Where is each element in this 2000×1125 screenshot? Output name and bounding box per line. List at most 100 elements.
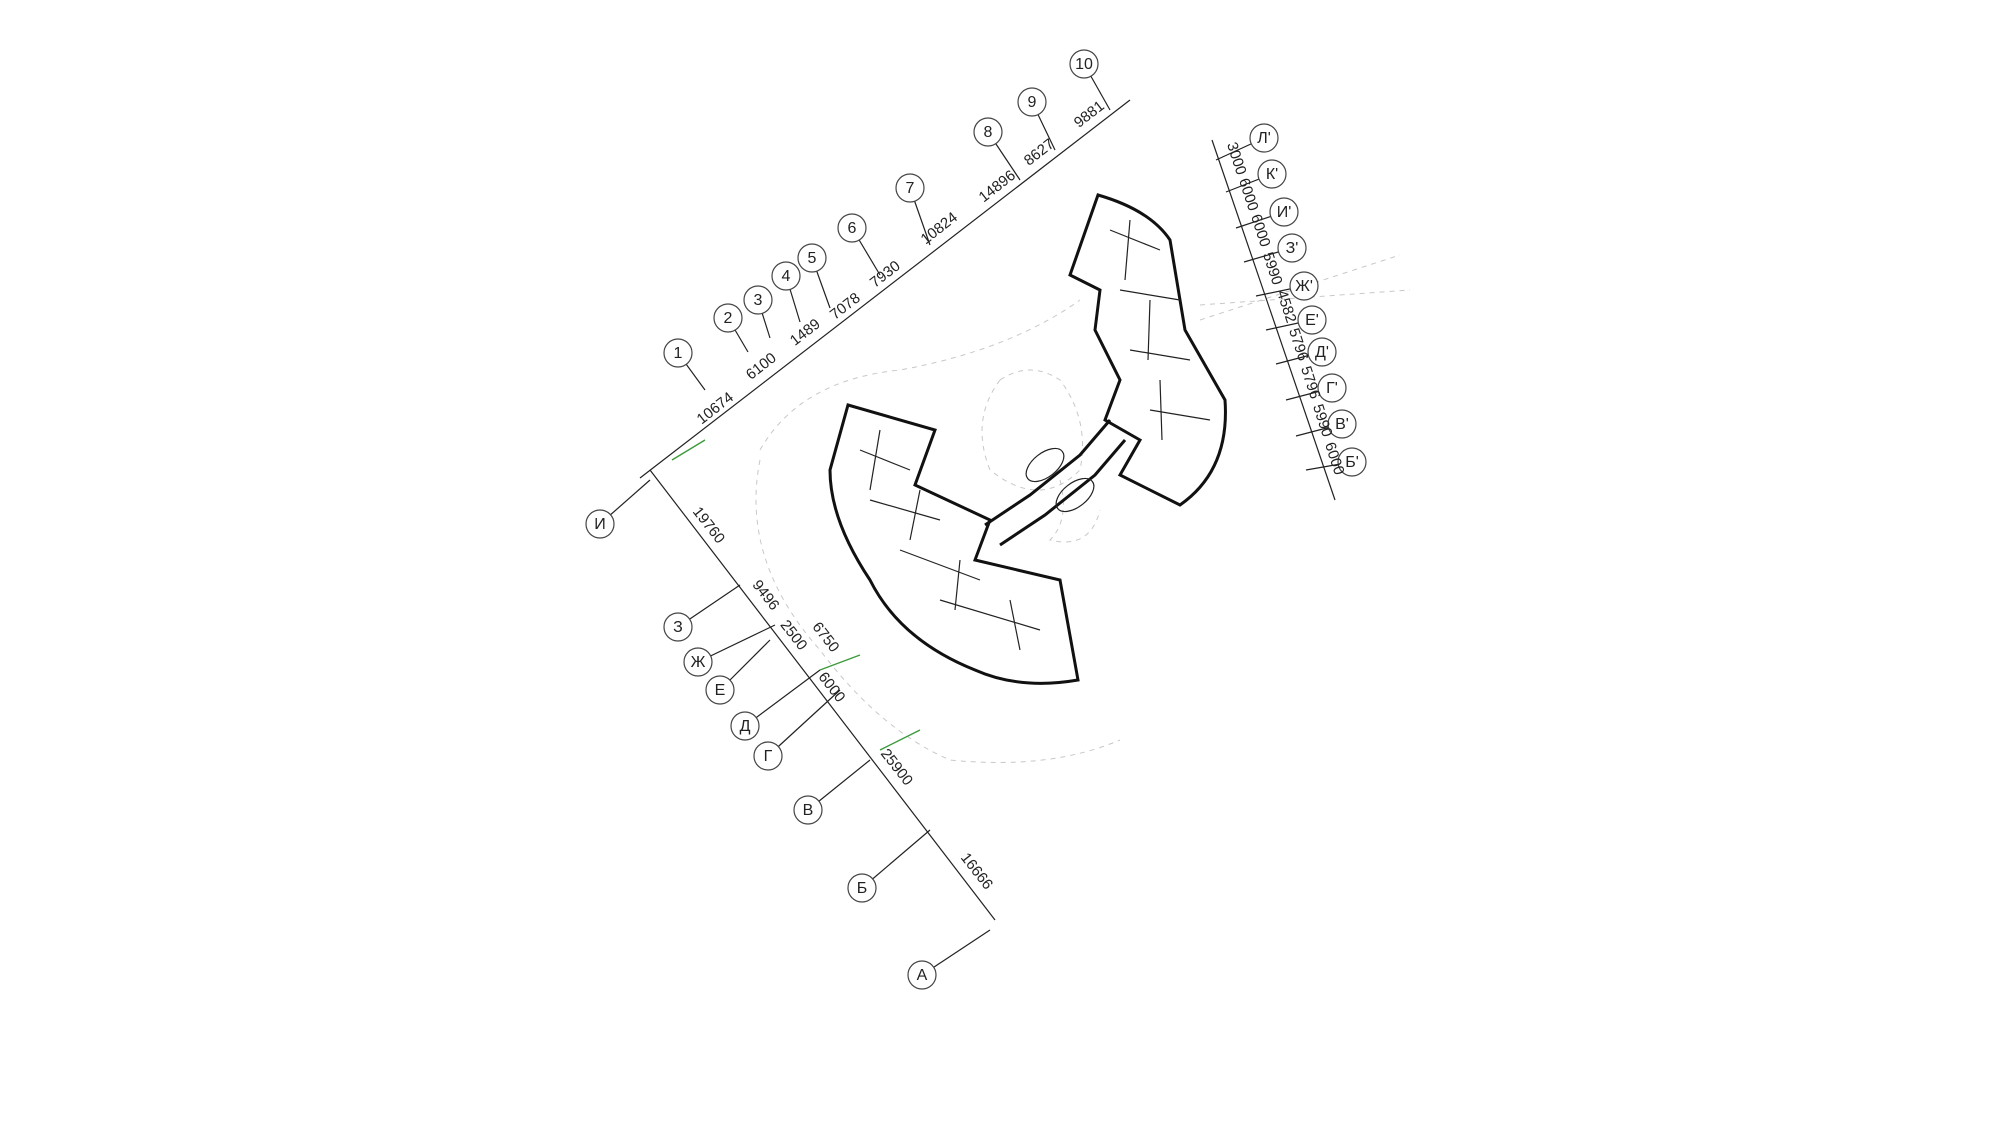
grid-axis-1-circle (663, 338, 693, 368)
dim-left-0-text: 19760 (689, 504, 728, 547)
building-east-wing (1068, 193, 1227, 507)
grid-axis-Г-label: Г (764, 748, 773, 765)
grid-axis-Вp-label: В' (1335, 416, 1349, 433)
grid-axis-Г-leader (767, 689, 841, 757)
grid-axis-5-circle (797, 243, 827, 273)
dim-left-0: 19760 (689, 504, 728, 547)
grid-axis-Б-label: Б (857, 880, 868, 897)
grid-axis-Ж-label: Ж (691, 654, 706, 671)
dim-top-2: 1489 (787, 315, 824, 349)
dim-top-3-text: 7078 (827, 289, 864, 323)
dim-top-5: 10824 (918, 209, 961, 248)
dim-right-7-text: 5990 (1309, 402, 1335, 439)
dim-right-0: 3000 (1223, 140, 1249, 177)
dim-left-6-text: 16666 (957, 850, 996, 893)
grid-axis-Д-leader (744, 669, 821, 727)
grid-axis-Вp: В' (1295, 409, 1357, 439)
grid-axis-В-circle (793, 795, 823, 825)
grid-axis-8: 8 (973, 117, 1021, 181)
grid-axis-З: З (663, 584, 741, 642)
grid-axis-Еp-label: Е' (1305, 312, 1319, 329)
grid-axis-Зp: З' (1243, 233, 1307, 263)
dim-left-2-text: 2500 (777, 617, 811, 654)
dim-top-8-text: 9881 (1071, 97, 1108, 131)
grid-axis-Лp: Л' (1215, 123, 1279, 161)
grid-axis-4: 4 (771, 261, 801, 323)
dim-left-5-text: 25900 (877, 746, 916, 789)
grid-axis-7-label: 7 (906, 180, 915, 197)
grid-axis-4-circle (771, 261, 801, 291)
grid-axis-Зp-circle (1277, 233, 1307, 263)
grid-axis-Зp-label: З' (1286, 240, 1299, 257)
grid-axis-1: 1 (663, 338, 706, 391)
grid-axis-Е: Е (705, 639, 771, 705)
grid-axis-З-circle (663, 612, 693, 642)
grid-axis-Дp: Д' (1275, 337, 1337, 367)
grid-axis-И-label: И (594, 516, 606, 533)
grid-axis-А-label: А (917, 967, 928, 984)
grid-axis-И: И (585, 479, 651, 539)
grid-axis-Бp: Б' (1305, 447, 1367, 477)
dim-right-1: 6000 (1235, 176, 1261, 213)
dim-right-0-text: 3000 (1223, 140, 1249, 177)
grid-axis-Д: Д (730, 669, 821, 741)
grid-axis-9: 9 (1017, 87, 1056, 151)
grid-axis-10: 10 (1069, 49, 1111, 111)
dim-left-4-text: 6000 (815, 669, 849, 706)
grid-chain-right (1211, 139, 1336, 501)
grid-axis-Еp-circle (1297, 305, 1327, 335)
grid-axis-5: 5 (797, 243, 831, 309)
grid-axis-Кp-label: К' (1266, 166, 1278, 183)
grid-axis-9-circle (1017, 87, 1047, 117)
grid-axis-Бp-circle (1337, 447, 1367, 477)
dim-top-3: 7078 (827, 289, 864, 323)
grid-axis-Гp-circle (1317, 373, 1347, 403)
grid-axis-И-circle (585, 509, 615, 539)
dim-left-5: 25900 (877, 746, 916, 789)
dim-left-6: 16666 (957, 850, 996, 893)
grid-axis-2: 2 (713, 303, 749, 353)
grid-axis-Е-label: Е (715, 682, 726, 699)
grid-axis-Лp-label: Л' (1257, 130, 1271, 147)
dim-top-1: 6100 (743, 349, 780, 383)
grid-axes-right-group: Л' К' И' З' Ж' Е' Д' Г' В' Б' (1215, 123, 1367, 477)
dim-left-1: 9496 (749, 577, 783, 614)
grid-axis-Жp-circle (1289, 271, 1319, 301)
grid-axis-Лp-circle (1249, 123, 1279, 153)
grid-axis-6-circle (837, 213, 867, 243)
grid-axis-Гp: Г' (1285, 373, 1347, 403)
grid-axis-Иp: И' (1235, 197, 1299, 229)
grid-axis-Д-circle (730, 711, 760, 741)
grid-axis-2-label: 2 (724, 310, 733, 327)
dim-top-7: 8627 (1021, 135, 1058, 169)
grid-axis-Жp-label: Ж' (1295, 278, 1313, 295)
grid-axis-Кp-circle (1257, 159, 1287, 189)
dim-left-3-text: 6750 (809, 619, 843, 656)
dim-left-2: 2500 (777, 617, 811, 654)
grid-axis-Вp-circle (1327, 409, 1357, 439)
grid-axis-10-label: 10 (1075, 56, 1093, 73)
grid-axis-А-circle (907, 960, 937, 990)
dim-right-1-text: 6000 (1235, 176, 1261, 213)
grid-axis-Д-label: Д (740, 718, 751, 735)
grid-axis-4-label: 4 (782, 268, 791, 285)
dim-top-6-text: 14896 (976, 167, 1019, 206)
grid-axis-8-circle (973, 117, 1003, 147)
grid-axis-Г: Г (753, 689, 841, 771)
grid-axis-10-circle (1069, 49, 1099, 79)
grid-axis-6: 6 (837, 213, 881, 276)
grid-axis-6-label: 6 (848, 220, 857, 237)
grid-axis-7: 7 (895, 173, 931, 246)
grid-axis-Дp-label: Д' (1315, 344, 1329, 361)
grid-axis-5-label: 5 (808, 250, 817, 267)
grid-axis-Гp-label: Г' (1326, 380, 1338, 397)
grid-axis-8-label: 8 (984, 124, 993, 141)
grid-axis-7-circle (895, 173, 925, 203)
dim-left-1-text: 9496 (749, 577, 783, 614)
green-marks (671, 439, 921, 751)
grid-chain-left (649, 469, 996, 921)
grid-axis-3-circle (743, 285, 773, 315)
